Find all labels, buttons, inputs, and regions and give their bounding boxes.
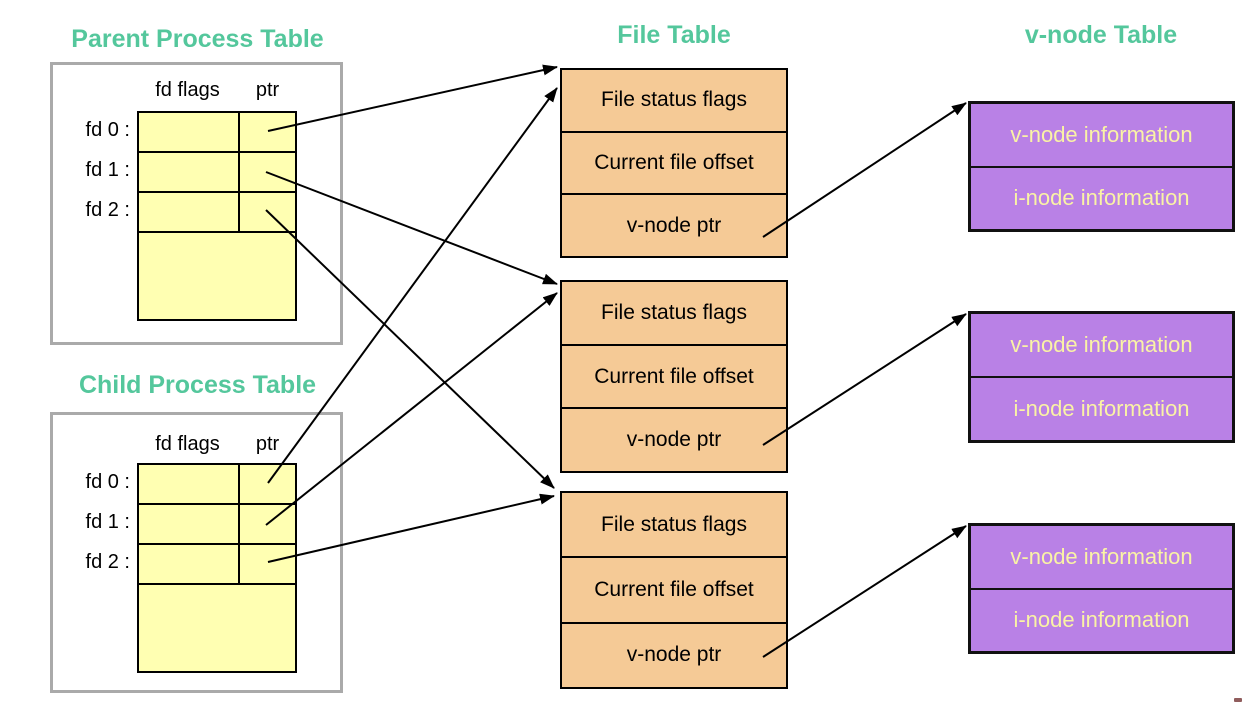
- vnode2-info: v-node information: [1010, 332, 1193, 357]
- child-fd2-row: [139, 545, 295, 585]
- parent-process-table-title: Parent Process Table: [71, 25, 324, 53]
- child-fd1-label: fd 1 :: [85, 511, 130, 533]
- arrow-file1-vnode-ptr-to-vnode1: [762, 102, 967, 238]
- child-fd0-ptr-cell: [240, 465, 295, 503]
- file2-vnode-ptr: v-node ptr: [562, 407, 786, 471]
- parent-fd-table: [137, 111, 297, 321]
- file-table-entry-3: File status flags Current file offset v-…: [560, 491, 788, 689]
- parent-fd1-flags-cell: [139, 153, 240, 191]
- inode1-info: i-node information: [971, 165, 1232, 230]
- vnode-table-title: v-node Table: [1024, 21, 1178, 49]
- child-fd2-ptr-cell: [240, 545, 295, 583]
- vnode-entry-2: v-node information i-node information: [968, 311, 1235, 443]
- child-col-header-ptr: ptr: [255, 433, 280, 455]
- parent-col-header-ptr: ptr: [255, 79, 280, 101]
- child-fd2-flags-cell: [139, 545, 240, 583]
- child-fd2-label: fd 2 :: [85, 551, 130, 573]
- child-process-table-title: Child Process Table: [78, 371, 317, 399]
- file3-status-flags: File status flags: [601, 512, 747, 536]
- file3-vnode-ptr: v-node ptr: [562, 621, 786, 687]
- child-empty-rows: [139, 585, 295, 671]
- file1-current-offset: Current file offset: [562, 130, 786, 194]
- vnode-entry-3: v-node information i-node information: [968, 523, 1235, 654]
- parent-fd2-ptr-cell: [240, 193, 295, 231]
- child-fd0-label: fd 0 :: [85, 471, 130, 493]
- parent-empty-rows: [139, 233, 295, 319]
- parent-fd0-label: fd 0 :: [85, 119, 130, 141]
- parent-fd0-ptr-cell: [240, 113, 295, 151]
- vnode1-info: v-node information: [1010, 121, 1193, 147]
- parent-fd0-flags-cell: [139, 113, 240, 151]
- parent-fd1-ptr-cell: [240, 153, 295, 191]
- file1-status-flags: File status flags: [601, 88, 747, 112]
- file1-vnode-ptr: v-node ptr: [562, 193, 786, 256]
- file-table-entry-2: File status flags Current file offset v-…: [560, 280, 788, 473]
- file2-status-flags: File status flags: [601, 300, 747, 324]
- screen-artifact: [1234, 698, 1242, 702]
- parent-fd1-label: fd 1 :: [85, 159, 130, 181]
- child-fd1-flags-cell: [139, 505, 240, 543]
- file2-current-offset: Current file offset: [562, 343, 786, 408]
- parent-col-header-fd-flags: fd flags: [155, 79, 220, 101]
- arrow-file2-vnode-ptr-to-vnode2: [762, 313, 967, 446]
- file-table-title: File Table: [617, 21, 731, 49]
- child-fd1-row: [139, 505, 295, 545]
- child-fd-table: [137, 463, 297, 673]
- file3-current-offset: Current file offset: [562, 556, 786, 621]
- parent-fd2-row: [139, 193, 295, 233]
- child-col-header-fd-flags: fd flags: [155, 433, 220, 455]
- vnode-entry-1: v-node information i-node information: [968, 101, 1235, 232]
- child-fd0-flags-cell: [139, 465, 240, 503]
- parent-fd1-row: [139, 153, 295, 193]
- file-table-entry-1: File status flags Current file offset v-…: [560, 68, 788, 258]
- arrow-file3-vnode-ptr-to-vnode3: [762, 525, 967, 658]
- inode2-info: i-node information: [971, 376, 1232, 440]
- child-fd0-row: [139, 465, 295, 505]
- parent-fd0-row: [139, 113, 295, 153]
- parent-fd2-flags-cell: [139, 193, 240, 231]
- child-fd1-ptr-cell: [240, 505, 295, 543]
- vnode3-info: v-node information: [1010, 543, 1193, 569]
- inode3-info: i-node information: [971, 587, 1232, 652]
- parent-fd2-label: fd 2 :: [85, 199, 130, 221]
